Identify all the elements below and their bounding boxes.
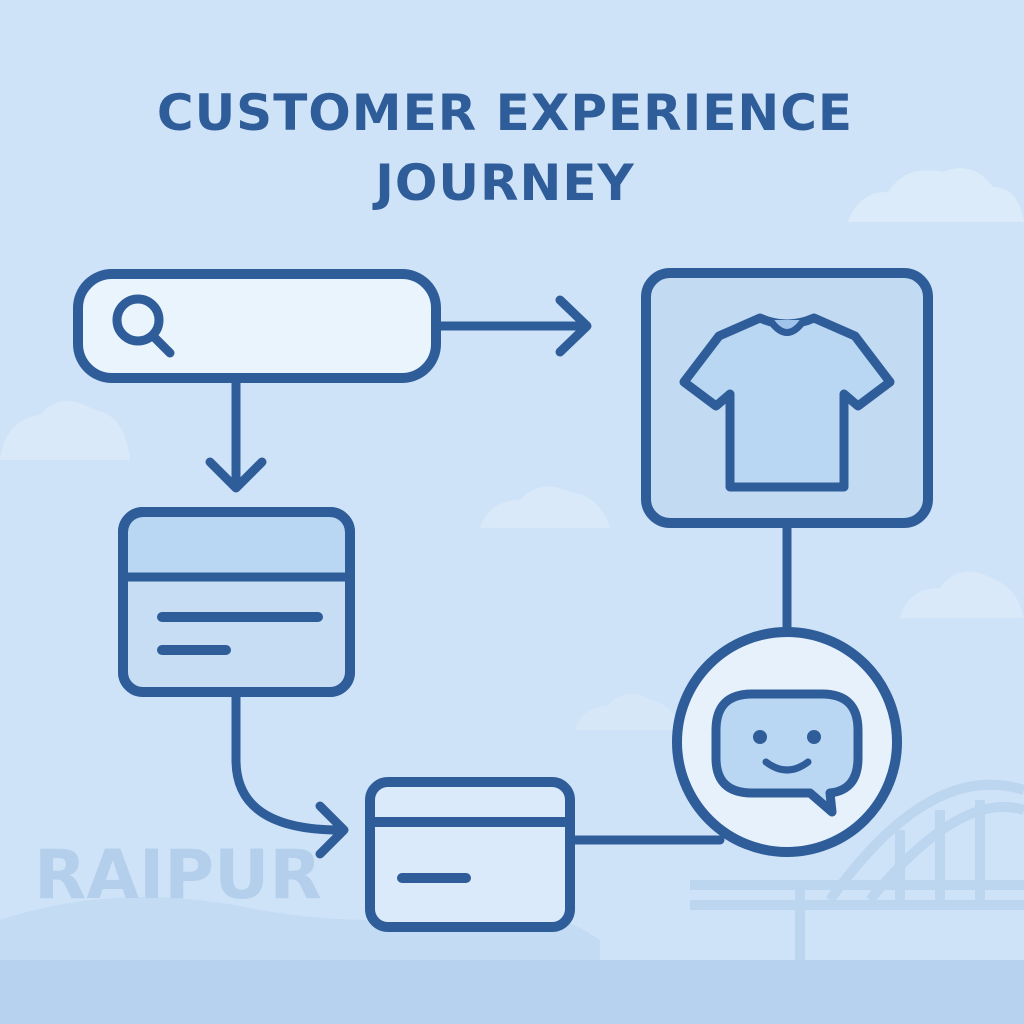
city-watermark: RAIPUR [34,836,322,915]
search-bar [73,269,441,383]
arrowhead-down [205,457,267,493]
connectors [205,295,792,859]
listing-card-body [128,582,345,687]
product-node [641,268,933,528]
support-node [672,627,902,857]
cloud-decoration [0,401,130,460]
tshirt-icon [679,313,895,492]
bridge-decoration [690,779,1024,960]
cloud-decoration [848,168,1024,222]
page-subtitle: JOURNEY [372,154,634,212]
listing-node [118,507,355,697]
listing-card-body-frame [118,507,355,697]
payment-node [365,777,575,932]
hill-decoration [0,897,600,960]
cloud-decoration [480,486,610,528]
search-icon [112,294,175,358]
cloud-decoration [575,694,681,730]
credit-card-icon [365,777,575,932]
cloud-decoration [900,571,1024,618]
search-node [73,269,441,383]
connector-listing-to-payment [231,689,345,835]
arrowhead-right [555,295,592,357]
page-title: CUSTOMER EXPERIENCE [157,84,853,142]
chat-smiley-icon [711,689,863,817]
arrowhead-right [315,801,349,859]
ground-strip [0,960,1024,1024]
